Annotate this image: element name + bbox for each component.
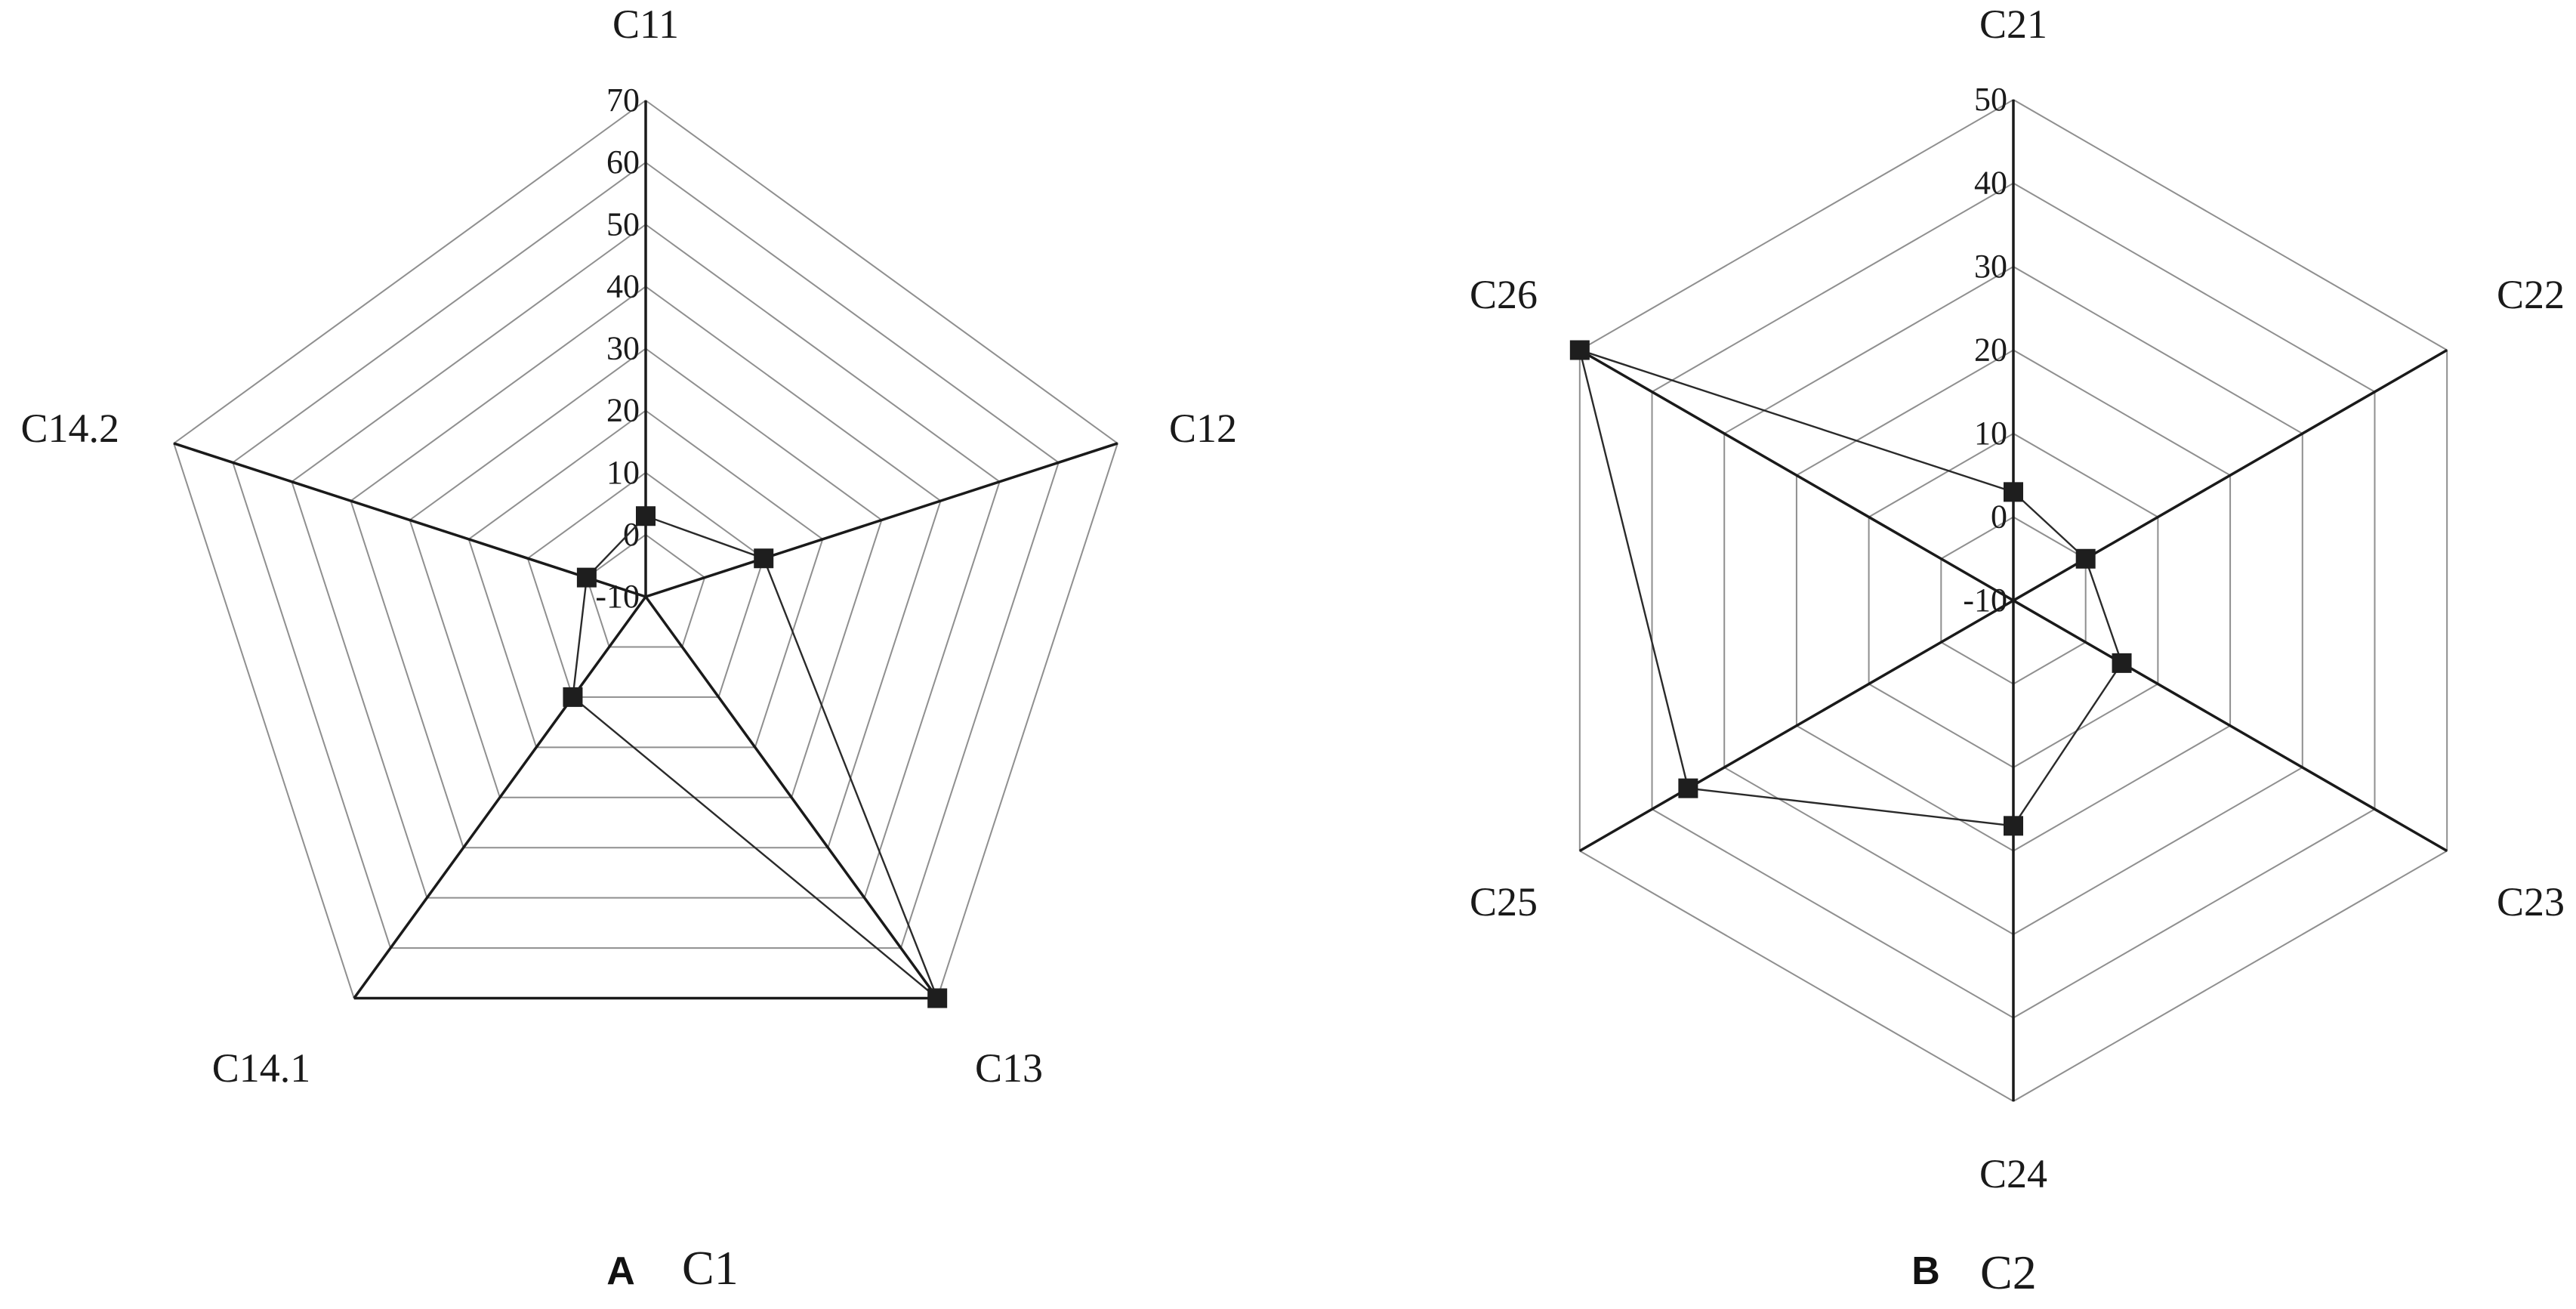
tick-label: -10 bbox=[1963, 582, 2007, 619]
axis-spoke-c12 bbox=[645, 442, 1118, 598]
data-point-c11 bbox=[636, 506, 656, 526]
grid-ring bbox=[350, 286, 942, 849]
data-point-c22 bbox=[2075, 548, 2096, 569]
series-line bbox=[1578, 348, 2123, 827]
series-line bbox=[572, 514, 939, 999]
tick-labels: 50 40 30 20 10 0 -10 bbox=[1963, 81, 2007, 619]
tick-label: 30 bbox=[1974, 248, 2007, 285]
data-point-c12 bbox=[754, 548, 774, 569]
axis-spoke-c23 bbox=[2013, 599, 2448, 853]
tick-label: 50 bbox=[606, 205, 640, 242]
panel-letter: A bbox=[606, 1249, 635, 1293]
grid-ring bbox=[232, 161, 1060, 949]
data-point-c26 bbox=[1569, 340, 1590, 360]
axis-label-c11: C11 bbox=[612, 2, 679, 47]
axis-spokes bbox=[173, 100, 1118, 999]
tick-labels: 70 60 50 40 30 20 10 0 -10 bbox=[595, 82, 640, 615]
data-point-c21 bbox=[2004, 482, 2023, 502]
grid-ring bbox=[526, 471, 765, 698]
axis-spokes bbox=[1578, 100, 2448, 1101]
data-point-c24 bbox=[2004, 816, 2023, 836]
tick-label: 40 bbox=[606, 267, 640, 304]
tick-label: 20 bbox=[1974, 332, 2007, 369]
tick-label: 50 bbox=[1974, 81, 2007, 118]
data-series bbox=[563, 506, 948, 1008]
grid-ring bbox=[467, 409, 824, 749]
axis-label-c12: C12 bbox=[1169, 406, 1237, 451]
tick-label: -10 bbox=[595, 578, 640, 615]
tick-label: 10 bbox=[1974, 415, 2007, 452]
axis-label-c25: C25 bbox=[1470, 879, 1538, 925]
tick-label: 10 bbox=[606, 454, 640, 491]
data-point-c23 bbox=[2112, 653, 2132, 673]
data-point-c13 bbox=[927, 988, 948, 1008]
grid-ring bbox=[291, 224, 1001, 899]
axis-spoke-c14-2 bbox=[173, 442, 646, 598]
data-point-c25 bbox=[1678, 778, 1698, 798]
data-point-c14-2 bbox=[576, 567, 597, 588]
axis-label-c14-1: C14.1 bbox=[212, 1045, 311, 1091]
axis-spoke-c25 bbox=[1578, 599, 2014, 853]
grid-ring bbox=[409, 347, 883, 798]
axis-spoke-c13 bbox=[644, 595, 939, 999]
axis-label-c13: C13 bbox=[975, 1045, 1043, 1091]
data-point-c14-1 bbox=[563, 687, 583, 707]
axis-spoke-c26 bbox=[1578, 348, 2014, 602]
tick-label: 20 bbox=[606, 392, 640, 429]
axis-label-c21: C21 bbox=[1979, 2, 2047, 47]
axis-label-c26: C26 bbox=[1470, 272, 1538, 317]
axis-label-c24: C24 bbox=[1979, 1151, 2047, 1196]
data-series bbox=[1569, 340, 2132, 836]
tick-label: 70 bbox=[606, 82, 640, 119]
grid-ring bbox=[585, 533, 706, 648]
panel-title: C1 bbox=[682, 1241, 739, 1295]
axis-label-c22: C22 bbox=[2497, 272, 2565, 317]
tick-label: 30 bbox=[606, 330, 640, 367]
axis-label-c14-2: C14.2 bbox=[20, 406, 119, 451]
axis-label-c23: C23 bbox=[2497, 879, 2565, 925]
axis-spoke-c14-1 bbox=[353, 595, 647, 999]
tick-label: 40 bbox=[1974, 165, 2007, 202]
tick-label: 0 bbox=[1991, 499, 2007, 536]
panel-title: C2 bbox=[1980, 1246, 2037, 1299]
panel-letter: B bbox=[1911, 1249, 1940, 1293]
tick-label: 0 bbox=[623, 516, 640, 553]
tick-label: 60 bbox=[606, 144, 640, 181]
